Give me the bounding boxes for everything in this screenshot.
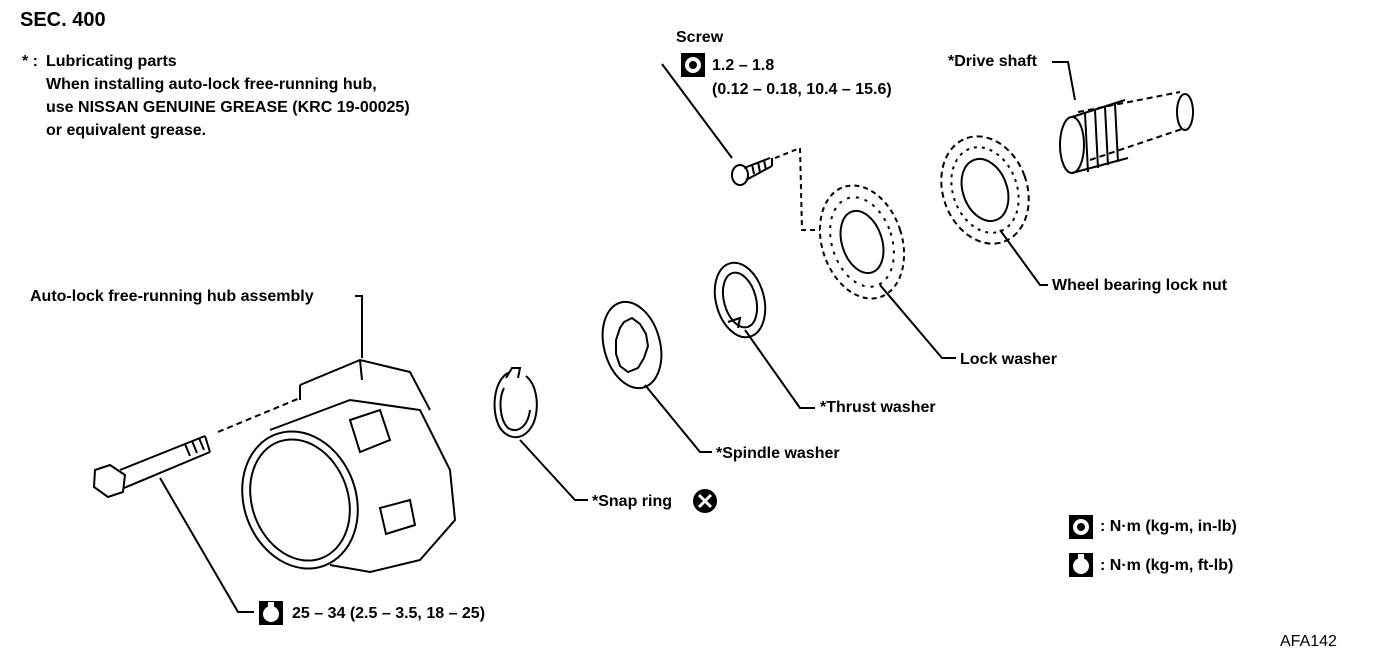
section-title: SEC. 400 <box>20 9 106 31</box>
screw-part <box>731 157 773 186</box>
screw-leader-line <box>661 63 733 159</box>
legend-torque-large-icon <box>1069 553 1093 577</box>
lock-washer-part <box>818 184 906 300</box>
spindle-washer-label: *Spindle washer <box>716 445 840 462</box>
lock-washer-leader-line <box>879 284 956 359</box>
bolt-part <box>92 435 211 499</box>
legend-small-unit: : N·m (kg-m, in-lb) <box>1100 518 1237 535</box>
notes-line-3: use NISSAN GENUINE GREASE (KRC 19-00025) <box>46 99 410 116</box>
thrust-washer-leader-line <box>744 329 815 409</box>
wheel-bearing-lock-nut-part <box>940 135 1030 245</box>
thrust-washer-part <box>713 261 767 339</box>
screw-alignment-line <box>774 146 820 231</box>
drive-shaft-part <box>1059 91 1194 174</box>
bolt-torque: 25 – 34 (2.5 – 3.5, 18 – 25) <box>292 605 486 622</box>
torque-small-icon <box>681 53 705 77</box>
notes-line-1: Lubricating parts <box>46 53 177 70</box>
torque-large-icon <box>259 601 283 625</box>
lock-washer-label: Lock washer <box>960 351 1057 368</box>
screw-torque-1: 1.2 – 1.8 <box>712 57 775 74</box>
thrust-washer-label: *Thrust washer <box>820 399 936 416</box>
drive-shaft-leader-line <box>1052 61 1076 101</box>
figure-code: AFA142 <box>1280 633 1337 650</box>
screw-label: Screw <box>676 29 724 46</box>
spindle-washer-part <box>601 300 663 390</box>
spindle-washer-leader-line <box>644 384 712 453</box>
legend-torque-small-icon <box>1069 515 1093 539</box>
lock-nut-leader-line <box>999 229 1048 286</box>
drive-shaft-label: *Drive shaft <box>948 53 1037 70</box>
replace-part-icon <box>693 489 717 513</box>
bolt-leader-line <box>159 477 254 613</box>
notes-marker: * : <box>22 53 38 70</box>
bolt-alignment-line <box>217 397 301 433</box>
snap-ring-part <box>493 367 538 438</box>
hub-assembly-leader-line <box>355 295 363 358</box>
lock-nut-label: Wheel bearing lock nut <box>1052 277 1228 294</box>
legend-large-unit: : N·m (kg-m, ft-lb) <box>1100 557 1234 574</box>
snap-ring-label: *Snap ring <box>592 493 673 510</box>
hub-assembly-part <box>241 358 457 574</box>
notes-line-2: When installing auto-lock free-running h… <box>46 76 377 93</box>
screw-torque-2: (0.12 – 0.18, 10.4 – 15.6) <box>712 81 892 98</box>
notes-line-4: or equivalent grease. <box>46 122 207 139</box>
hub-assembly-label: Auto-lock free-running hub assembly <box>30 288 314 305</box>
snap-ring-leader-line <box>519 439 588 501</box>
